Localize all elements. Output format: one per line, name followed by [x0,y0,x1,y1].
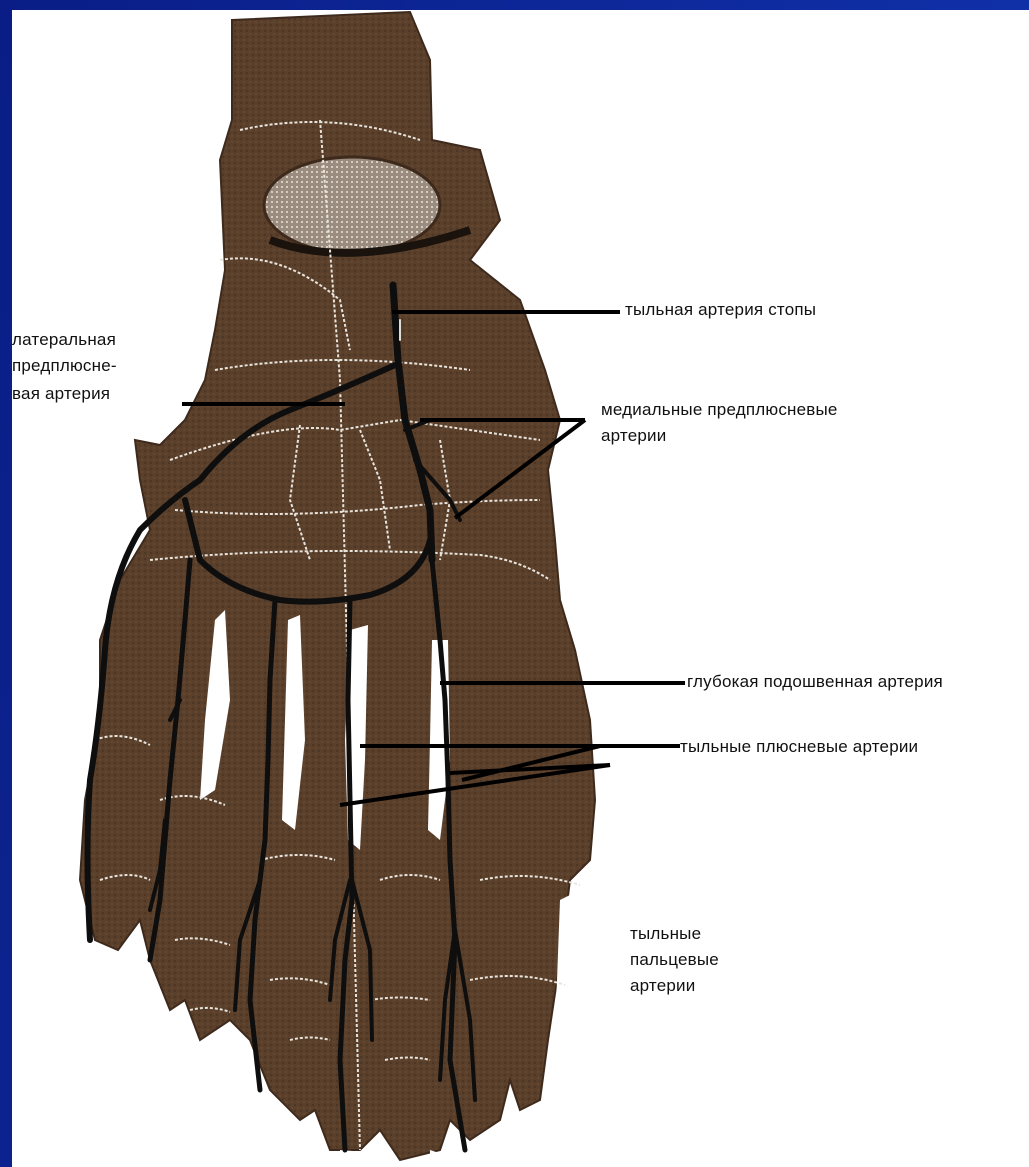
slide-frame-left [0,0,12,1167]
foot-anatomy-illustration [12,10,1029,1167]
slide-frame-top [0,0,1029,10]
label-lateral-tarsal-line3: вая артерия [12,382,110,406]
diagram-canvas: тыльная артерия стопы латеральная предпл… [12,10,1029,1167]
label-dorsal-digital-line3: артерии [630,974,695,998]
label-lateral-tarsal-line1: латеральная [12,328,116,352]
label-dorsal-digital-line2: пальцевые [630,948,719,972]
label-medial-tarsal-line1: медиальные предплюсневые [601,398,838,422]
talus-articular-surface [264,157,440,253]
label-dorsal-foot-artery: тыльная артерия стопы [625,298,816,322]
label-dorsal-metatarsal-arteries: тыльные плюсневые артерии [680,735,918,759]
label-dorsal-digital-line1: тыльные [630,922,701,946]
label-deep-plantar-artery: глубокая подошвенная артерия [687,670,943,694]
label-lateral-tarsal-line2: предплюсне- [12,354,117,378]
label-medial-tarsal-line2: артерии [601,424,666,448]
